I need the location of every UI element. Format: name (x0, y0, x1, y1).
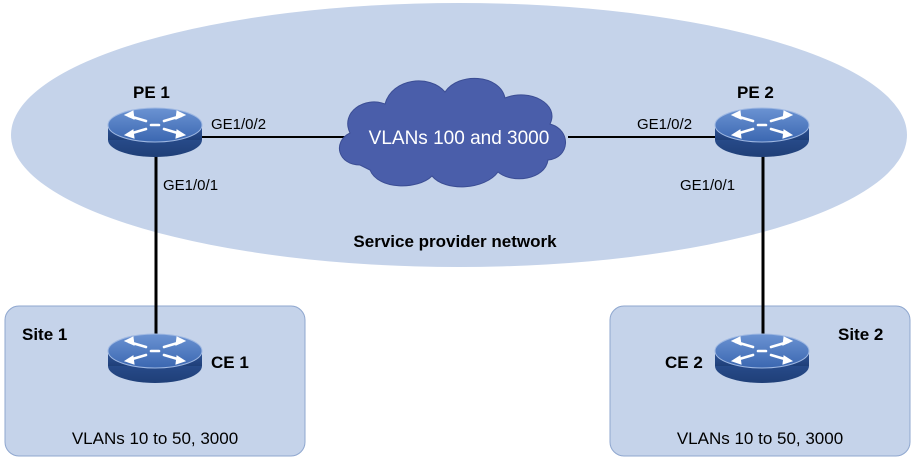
provider-network-label: Service provider network (353, 232, 557, 251)
pe2-uplink-port: GE1/0/2 (637, 116, 692, 133)
site2-label: Site 2 (838, 325, 883, 344)
ce2-router-icon (713, 332, 811, 385)
cloud-icon (339, 78, 566, 188)
ce2-name: CE 2 (665, 353, 703, 372)
pe1-downlink-port: GE1/0/1 (163, 177, 218, 194)
pe2-name: PE 2 (737, 83, 774, 102)
pe1-uplink-port: GE1/0/2 (211, 116, 266, 133)
ce1-name: CE 1 (211, 353, 249, 372)
site1-label: Site 1 (22, 325, 67, 344)
ce1-router-icon (106, 332, 204, 385)
cloud-label: VLANs 100 and 3000 (369, 128, 550, 149)
pe2-router-icon (713, 106, 811, 159)
site1-vlans: VLANs 10 to 50, 3000 (72, 429, 238, 448)
pe1-router-icon (106, 106, 204, 159)
site2-vlans: VLANs 10 to 50, 3000 (677, 429, 843, 448)
pe1-name: PE 1 (133, 83, 170, 102)
pe2-downlink-port: GE1/0/1 (680, 177, 735, 194)
